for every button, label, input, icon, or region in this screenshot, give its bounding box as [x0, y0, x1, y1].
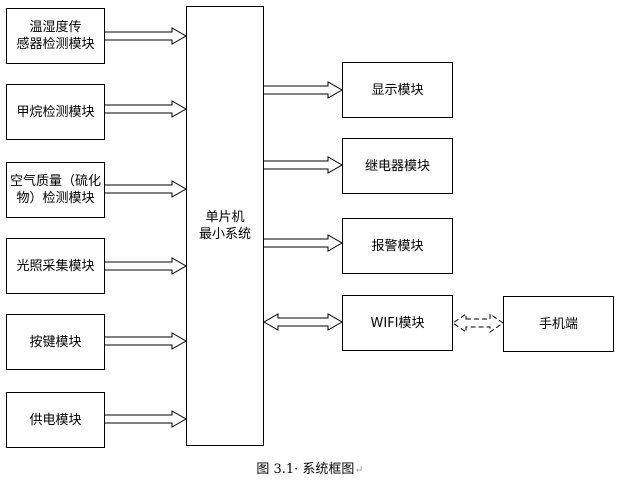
alarm-module: 报警模块: [342, 218, 453, 274]
wifi-phone-link: [452, 313, 504, 333]
display-label: 显示模块: [371, 82, 424, 98]
alarm-label: 报警模块: [371, 238, 424, 254]
arrow-power-to-mcu: [105, 410, 188, 428]
phone-terminal: 手机端: [503, 296, 614, 352]
mcu-minimum-system: 单片机 最小系统: [186, 6, 264, 446]
arrow-light-to-mcu: [105, 257, 188, 275]
temp-humidity-module: 温湿度传 感器检测模块: [6, 8, 105, 64]
arrow-mcu-to-display: [264, 81, 344, 99]
air-quality-module: 空气质量（硫化 物）检测模块: [6, 162, 105, 218]
methane-label: 甲烷检测模块: [16, 104, 95, 120]
wifi-module: WIFI模块: [342, 295, 453, 351]
relay-module: 继电器模块: [342, 138, 453, 194]
arrow-air-to-mcu: [105, 180, 188, 198]
temp-humidity-label: 温湿度传 感器检测模块: [16, 20, 95, 52]
figure-caption: 图 3.1· 系统框图↵: [0, 458, 620, 477]
arrow-key-to-mcu: [105, 332, 188, 350]
key-module: 按键模块: [6, 314, 105, 370]
display-module: 显示模块: [342, 62, 453, 118]
key-label: 按键模块: [29, 334, 82, 350]
air-quality-label: 空气质量（硫化 物）检测模块: [9, 174, 101, 206]
light-module: 光照采集模块: [6, 238, 105, 294]
arrow-mcu-wifi-bidirectional: [262, 313, 344, 331]
arrow-wifi-phone-dashed: [452, 313, 504, 333]
input-arrows: [105, 27, 188, 428]
arrow-methane-to-mcu: [105, 100, 188, 118]
relay-label: 继电器模块: [364, 158, 430, 174]
arrow-mcu-to-alarm: [264, 234, 344, 252]
light-label: 光照采集模块: [16, 258, 95, 274]
methane-module: 甲烷检测模块: [6, 84, 105, 140]
arrow-temp-to-mcu: [105, 27, 188, 45]
mcu-label: 单片机 最小系统: [198, 210, 251, 242]
arrow-mcu-to-relay: [264, 156, 344, 174]
power-label: 供电模块: [29, 412, 82, 428]
paragraph-mark: ↵: [354, 463, 364, 476]
wifi-label: WIFI模块: [370, 315, 425, 331]
power-module: 供电模块: [6, 392, 105, 448]
caption-text: 图 3.1· 系统框图: [256, 462, 355, 477]
output-arrows: [262, 81, 344, 331]
phone-label: 手机端: [538, 316, 578, 332]
